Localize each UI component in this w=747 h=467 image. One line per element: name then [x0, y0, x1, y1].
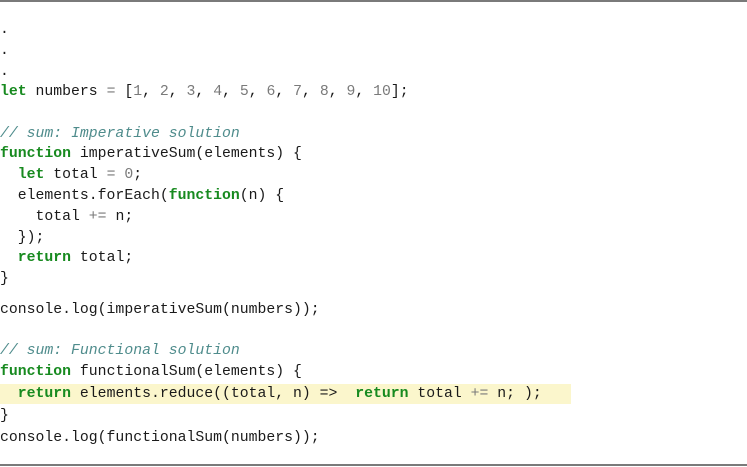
return-total-line: return total; — [0, 248, 133, 268]
functional-signature-line: function functionalSum(elements) { — [0, 362, 302, 382]
ellipsis-line-2: . — [0, 41, 9, 61]
close-foreach-line: }); — [0, 230, 45, 246]
number-literal: 9 — [346, 84, 356, 100]
ellipsis-dot: . — [0, 43, 9, 59]
identifier-total: total — [44, 167, 107, 183]
return-value: total; — [71, 250, 134, 266]
keyword-return: return — [355, 386, 409, 402]
keyword-let: let — [0, 84, 27, 100]
close-brace-line: } — [0, 408, 9, 424]
close-bracket: ]; — [390, 84, 409, 100]
bottom-divider — [0, 464, 747, 466]
console-functional-line: console.log(functionalSum(numbers)); — [0, 430, 320, 446]
number-literal: 2 — [159, 84, 169, 100]
total-declaration-line: let total = 0; — [0, 165, 142, 185]
foreach-param: (n) { — [239, 188, 285, 204]
imperative-signature: imperativeSum(elements) { — [71, 146, 302, 162]
identifier-total: total — [0, 209, 89, 225]
close-brace-line: } — [0, 271, 9, 287]
foreach-line: elements.forEach(function(n) { — [0, 186, 284, 206]
identifier-n: n; — [106, 209, 134, 225]
console-imperative-line: console.log(imperativeSum(numbers)); — [0, 302, 320, 318]
reduce-end: n; ); — [488, 386, 542, 402]
operator-plus-equals: += — [470, 386, 489, 402]
number-literal: 8 — [319, 84, 329, 100]
top-divider — [0, 0, 747, 2]
identifier-numbers: numbers — [26, 84, 107, 100]
ellipsis-dot: . — [0, 22, 9, 38]
number-literal: 4 — [213, 84, 223, 100]
operator-equals: = — [106, 84, 116, 100]
foreach-call: elements.forEach( — [0, 188, 169, 204]
ellipsis-dot: . — [0, 64, 9, 80]
semicolon: ; — [133, 167, 143, 183]
imperative-signature-line: function imperativeSum(elements) { — [0, 144, 302, 164]
reduce-call: elements.reduce((total, n) => — [71, 386, 356, 402]
highlighted-line — [0, 384, 571, 404]
number-literal: 7 — [293, 84, 303, 100]
keyword-return: return — [17, 386, 72, 402]
functional-signature: functionalSum(elements) { — [71, 364, 302, 380]
reduce-line: return elements.reduce((total, n) => ret… — [0, 384, 542, 404]
identifier-total: total — [408, 386, 471, 402]
number-literal: 1 — [133, 84, 143, 100]
keyword-return: return — [17, 250, 72, 266]
ellipsis-line-1: . — [0, 20, 9, 40]
keyword-function: function — [0, 364, 72, 380]
keyword-function: function — [168, 188, 240, 204]
ellipsis-line-3: . — [0, 62, 9, 82]
comment-functional: // sum: Functional solution — [0, 343, 240, 359]
numbers-declaration-line: let numbers = [1, 2, 3, 4, 5, 6, 7, 8, 9… — [0, 84, 409, 100]
number-literal: 6 — [266, 84, 276, 100]
keyword-function: function — [0, 146, 72, 162]
number-literal: 10 — [373, 84, 391, 100]
number-zero: 0 — [124, 167, 134, 183]
keyword-let: let — [17, 167, 45, 183]
open-bracket: [ — [115, 84, 134, 100]
comment-imperative: // sum: Imperative solution — [0, 126, 240, 142]
accumulate-line: total += n; — [0, 207, 134, 227]
number-literal: 5 — [239, 84, 249, 100]
operator-plus-equals: += — [88, 209, 107, 225]
number-literal: 3 — [186, 84, 196, 100]
operator-equals: = — [106, 167, 116, 183]
